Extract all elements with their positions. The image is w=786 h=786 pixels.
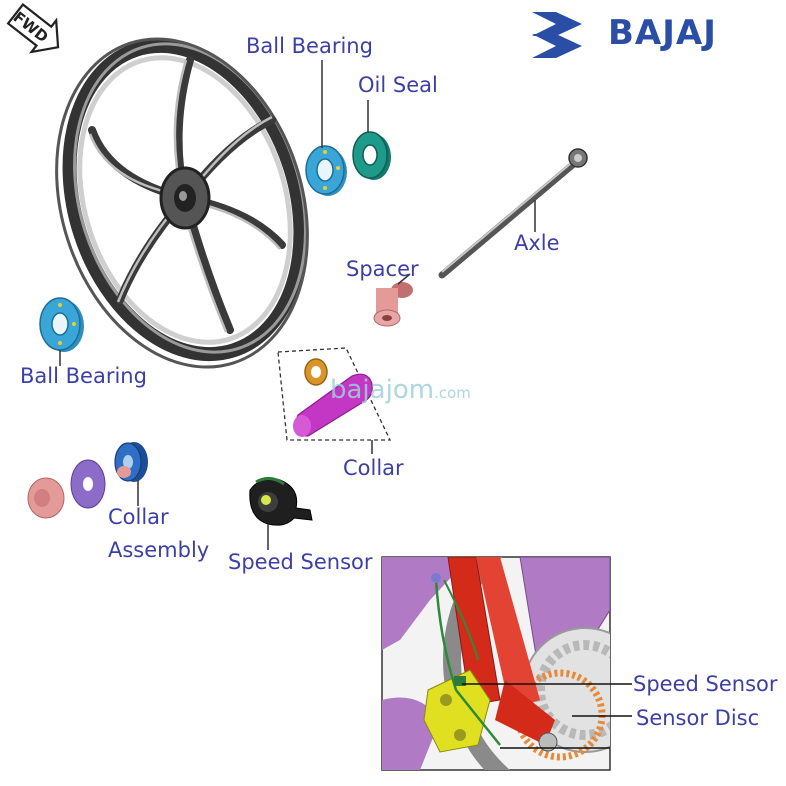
inset-photo: [381, 556, 611, 771]
fwd-arrow-badge: FWD: [6, 2, 60, 54]
label-oil-seal: Oil Seal: [358, 73, 438, 97]
ball-bearing-top: [305, 145, 347, 196]
label-speed-sensor: Speed Sensor: [228, 550, 373, 574]
bajaj-logo-icon: [532, 12, 582, 58]
label-axle: Axle: [514, 231, 560, 255]
speed-sensor: [249, 477, 313, 526]
axle: [438, 148, 588, 279]
oil-seal: [352, 131, 391, 180]
leader-spacer: [397, 273, 411, 285]
label-ball-bearing-top: Ball Bearing: [246, 34, 373, 58]
watermark-main: bajajom: [330, 375, 435, 405]
label-inset-sensor-disc: Sensor Disc: [636, 706, 760, 730]
spacer: [373, 282, 413, 327]
front-wheel: [55, 37, 309, 369]
label-inset-speed-sensor: Speed Sensor: [633, 672, 778, 696]
label-spacer: Spacer: [346, 257, 419, 281]
label-collar-assembly-line2: Assembly: [108, 538, 210, 562]
ball-bearing-left: [39, 297, 84, 352]
brand-name: BAJAJ: [608, 13, 717, 53]
label-collar-assembly-line1: Collar: [108, 505, 169, 529]
collar-group: [277, 347, 392, 441]
label-collar: Collar: [343, 456, 404, 480]
collar-assembly: [27, 442, 148, 519]
watermark: bajajom.com: [330, 377, 471, 403]
watermark-suffix: .com: [434, 384, 471, 402]
label-ball-bearing-left: Ball Bearing: [20, 364, 147, 388]
